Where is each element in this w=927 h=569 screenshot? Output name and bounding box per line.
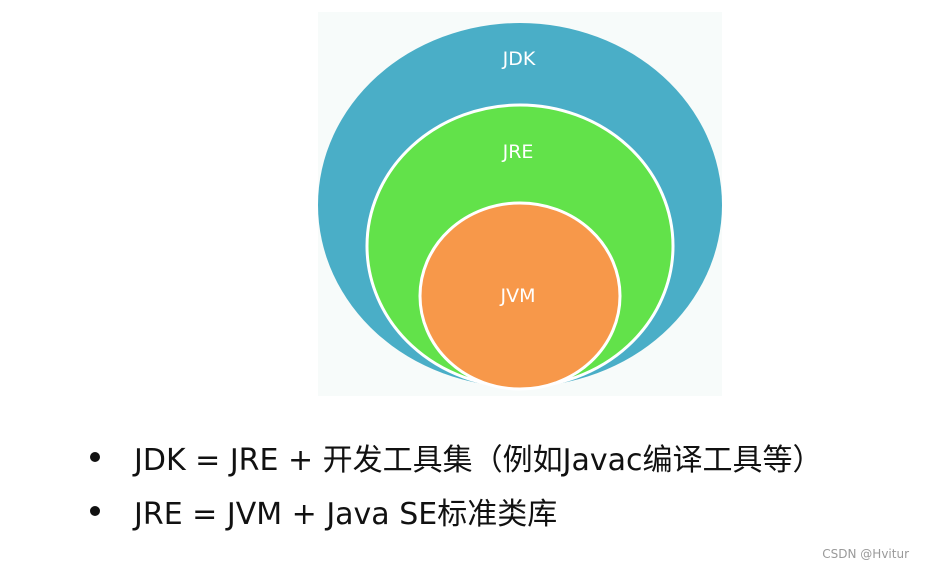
definition-item-jdk: JDK = JRE + 开发工具集（例如Javac编译工具等） — [88, 430, 823, 484]
jvm-label: JVM — [500, 285, 536, 307]
definition-text-jre: JRE = JVM + Java SE标准类库 — [134, 497, 558, 532]
jdk-label: JDK — [502, 48, 536, 70]
definition-text-jdk: JDK = JRE + 开发工具集（例如Javac编译工具等） — [134, 443, 823, 478]
watermark: CSDN @Hvitur — [822, 547, 909, 561]
bullet-icon — [90, 452, 100, 462]
bullet-icon — [90, 506, 100, 516]
definition-item-jre: JRE = JVM + Java SE标准类库 — [88, 484, 823, 538]
jvm-circle — [418, 201, 622, 391]
jre-label: JRE — [502, 141, 534, 163]
definition-list: JDK = JRE + 开发工具集（例如Javac编译工具等） JRE = JV… — [88, 430, 823, 538]
